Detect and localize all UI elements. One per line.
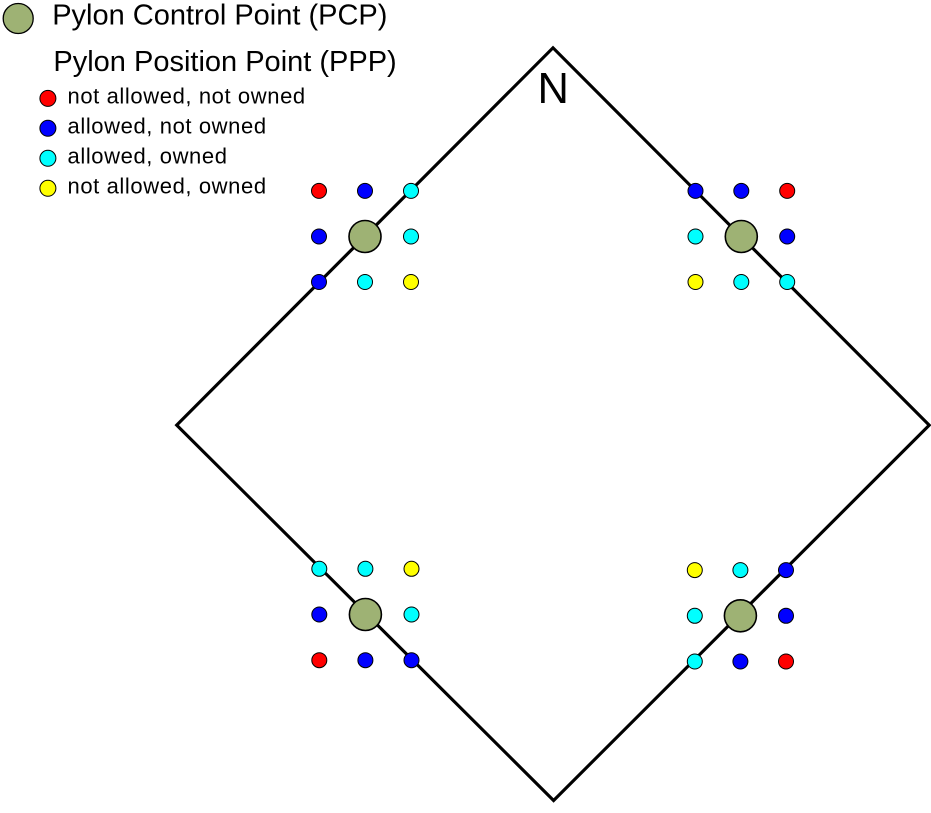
svg-text:Pylon Control Point (PCP): Pylon Control Point (PCP) — [52, 0, 387, 32]
svg-text:N: N — [537, 65, 568, 113]
svg-text:allowed, owned: allowed, owned — [68, 144, 228, 169]
svg-text:Pylon Position Point (PPP): Pylon Position Point (PPP) — [53, 46, 396, 78]
svg-text:not allowed, owned: not allowed, owned — [68, 174, 267, 199]
svg-text:not allowed, not owned: not allowed, not owned — [68, 84, 306, 109]
svg-text:allowed, not owned: allowed, not owned — [68, 114, 267, 139]
